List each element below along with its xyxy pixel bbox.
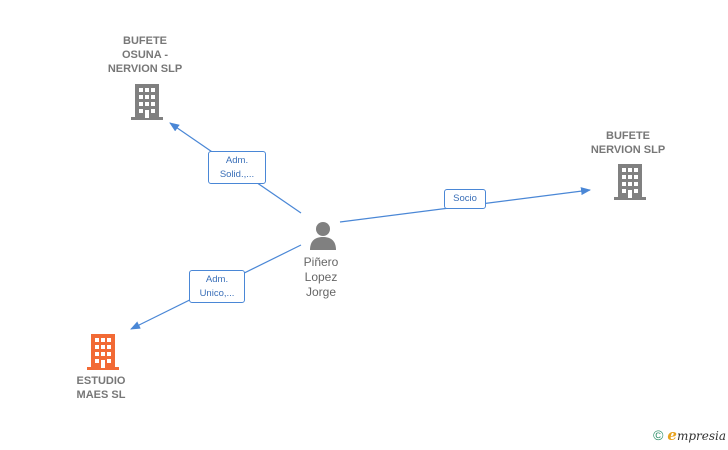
building-icon[interactable]	[614, 164, 646, 200]
brand-initial: e	[667, 426, 677, 444]
copyright-symbol: ©	[653, 427, 664, 443]
footer-branding: © empresia	[653, 426, 726, 444]
edge-label-adm-unico[interactable]: Adm. Unico,...	[189, 270, 245, 303]
node-label-bufete-nervion: BUFETE NERVION SLP	[590, 130, 666, 156]
node-label-estudio-maes: ESTUDIO MAES SL	[76, 375, 126, 401]
edge-label-socio[interactable]: Socio	[444, 189, 486, 209]
edge-label-adm-solid[interactable]: Adm. Solid.,...	[208, 151, 266, 184]
brand-logo: empresia	[667, 426, 726, 444]
brand-text: mpresia	[676, 429, 726, 443]
node-label-bufete-osuna: BUFETE OSUNA - NERVION SLP	[107, 35, 183, 75]
node-label-person: Piñero Lopez Jorge	[303, 255, 339, 299]
building-icon[interactable]	[131, 84, 163, 120]
building-icon[interactable]	[87, 334, 119, 370]
person-icon[interactable]	[308, 220, 338, 250]
